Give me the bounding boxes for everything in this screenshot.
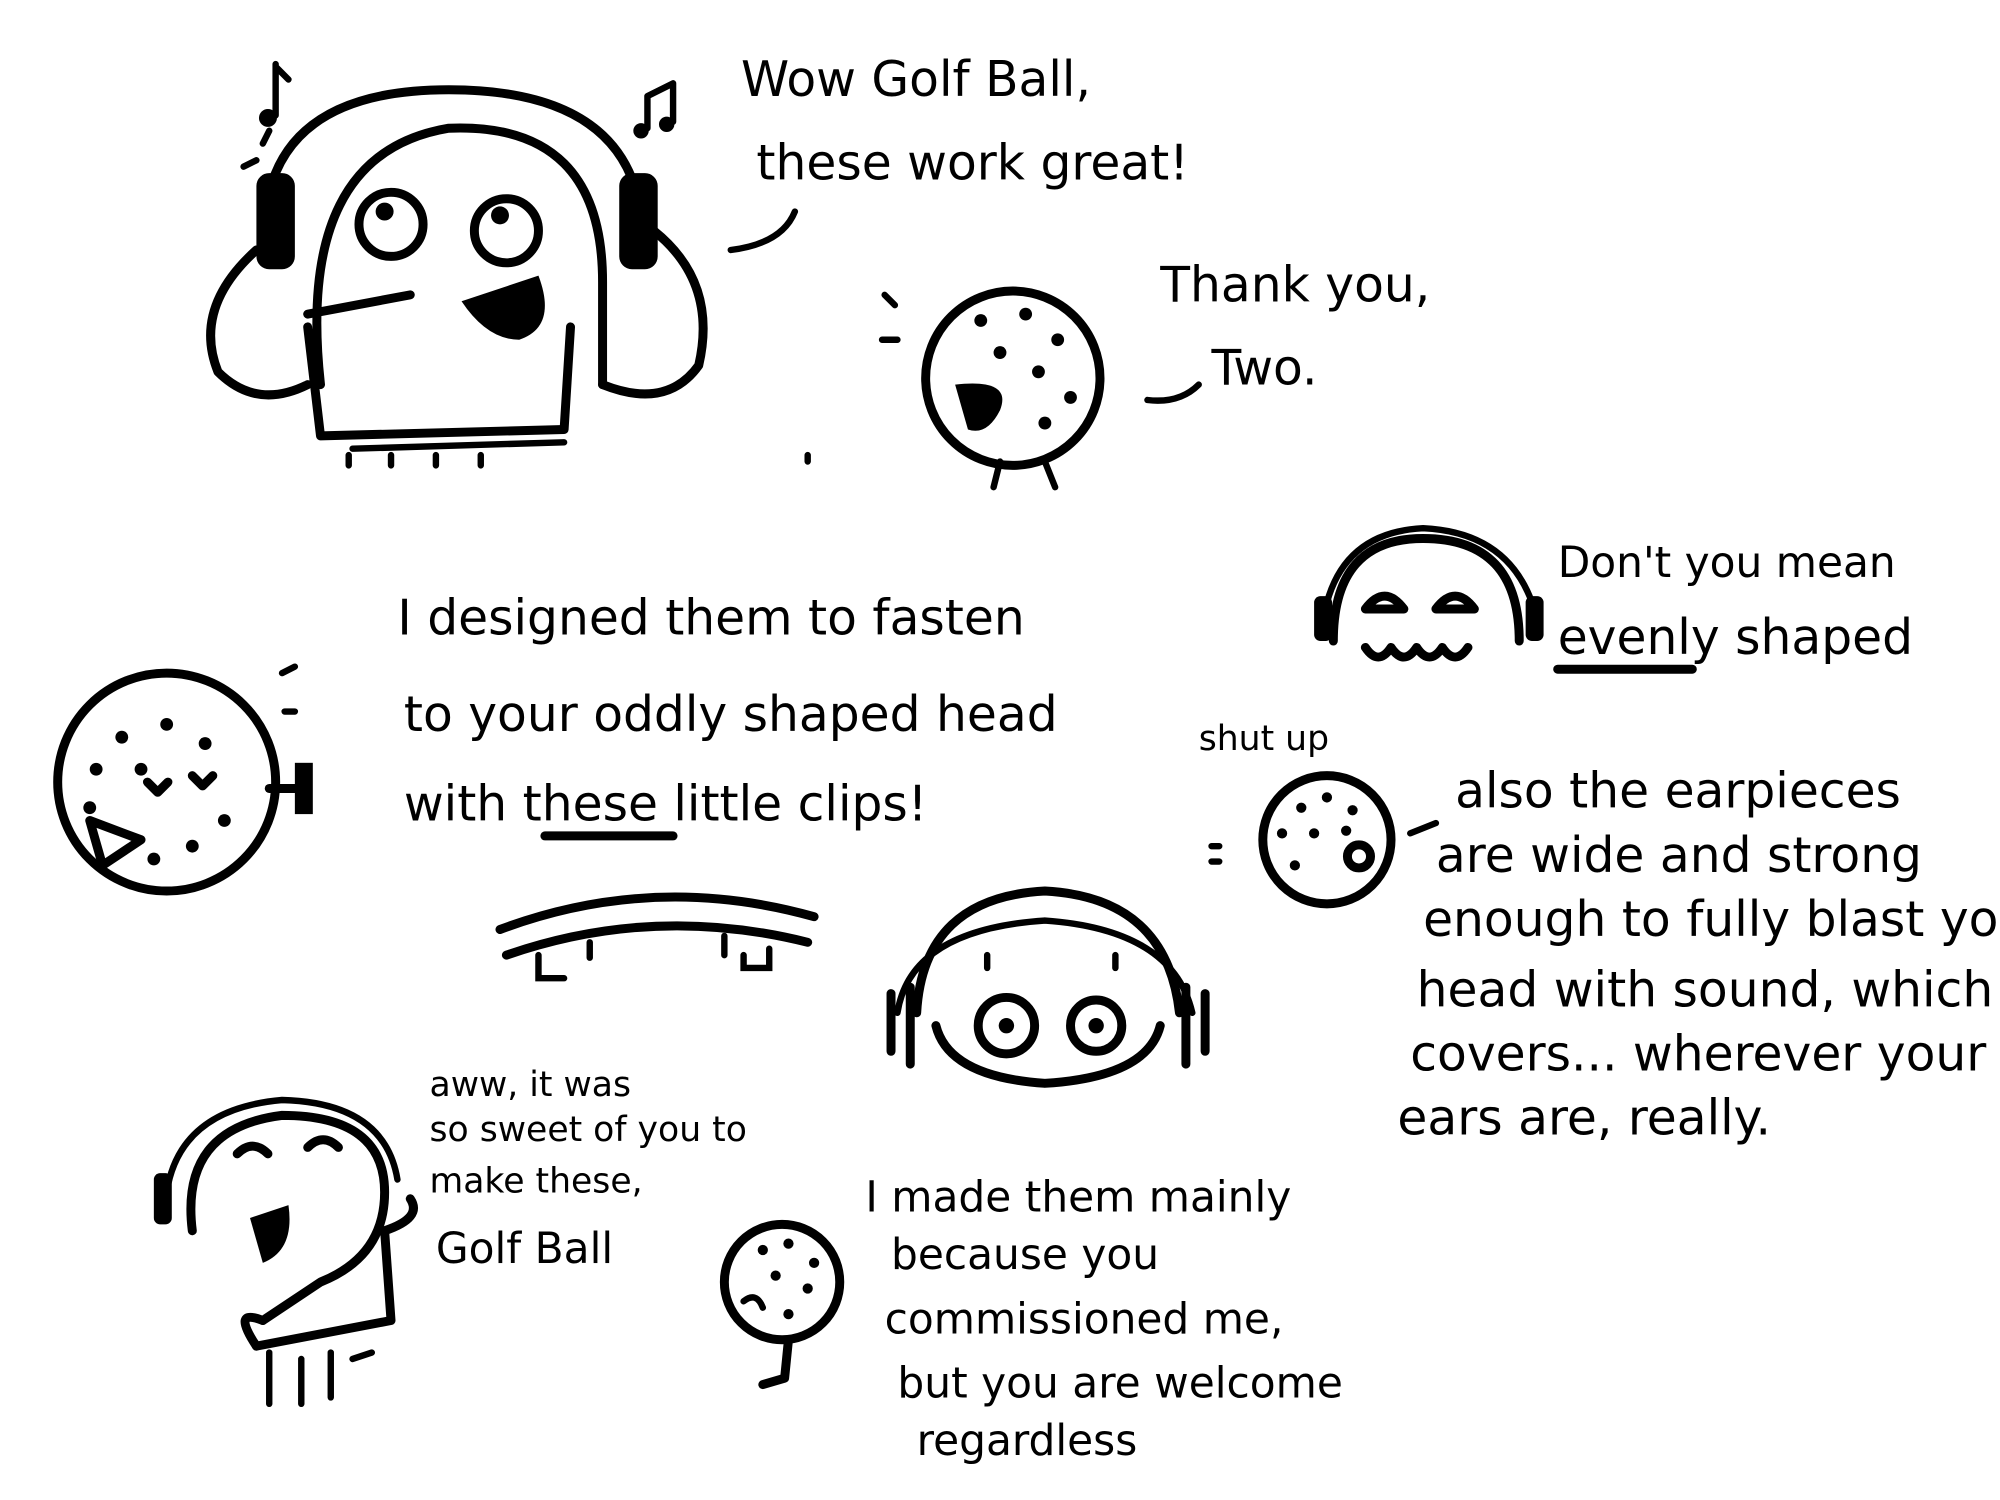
two-character-grateful: [153, 1096, 418, 1408]
dialogue-line: these work great!: [756, 135, 1188, 191]
speech-two-aww: aww, it was so sweet of you to make thes…: [429, 1065, 746, 1273]
dialogue-line: aww, it was: [429, 1065, 631, 1105]
headband-clips-illustration: [495, 892, 819, 982]
dialogue-line: I designed them to fasten: [397, 591, 1024, 647]
dialogue-line: with these little clips!: [404, 777, 927, 833]
dialogue-line: so sweet of you to: [429, 1110, 746, 1150]
dialogue-line: commissioned me,: [885, 1294, 1284, 1343]
speech-golfball-designed: I designed them to fasten to your oddly …: [397, 591, 1058, 841]
dialogue-line: are wide and strong: [1436, 828, 1922, 884]
dialogue-line: also the earpieces: [1455, 764, 1901, 820]
speech-golfball-earpieces: also the earpieces are wide and strong e…: [1397, 764, 2000, 1147]
golf-ball-character-happy: [804, 286, 1105, 491]
headphones-surprised-face: [886, 886, 1210, 1088]
dialogue-line: enough to fully blast your: [1423, 892, 2000, 948]
dialogue-line: Golf Ball: [436, 1224, 613, 1273]
dialogue-line: make these,: [429, 1161, 642, 1201]
speech-two-wow: Wow Golf Ball, these work great!: [727, 52, 1189, 254]
two-character-smug: [1314, 524, 1544, 662]
dialogue-line: Don't you mean: [1558, 538, 1896, 587]
dialogue-line: regardless: [917, 1416, 1138, 1465]
dialogue-line: Wow Golf Ball,: [741, 52, 1091, 108]
golf-ball-character-earpieces: [1208, 771, 1440, 909]
dialogue-line: covers... wherever your: [1410, 1027, 1987, 1083]
golf-ball-character-explaining: [53, 663, 313, 896]
dialogue-line: Thank you,: [1159, 257, 1430, 313]
two-character-headphones: [206, 60, 708, 469]
dialogue-line: evenly shaped: [1558, 610, 1913, 666]
dialogue-line: to your oddly shaped head: [404, 687, 1058, 743]
speech-golfball-thanks: Thank you, Two.: [1144, 257, 1430, 404]
dialogue-line: head with sound, which: [1417, 962, 1994, 1018]
speech-golfball-shutup: shut up: [1199, 719, 1329, 759]
dialogue-line: because you: [891, 1230, 1159, 1279]
dialogue-line: but you are welcome: [897, 1358, 1342, 1407]
dialogue-line: Two.: [1211, 341, 1318, 397]
speech-golfball-mainly: I made them mainly because you commissio…: [865, 1173, 1342, 1466]
dialogue-line: ears are, really.: [1397, 1091, 1771, 1147]
speech-two-evenly: Don't you mean evenly shaped: [1553, 538, 1913, 674]
golf-ball-character-sad: [719, 1219, 845, 1390]
dialogue-line: I made them mainly: [865, 1173, 1291, 1222]
